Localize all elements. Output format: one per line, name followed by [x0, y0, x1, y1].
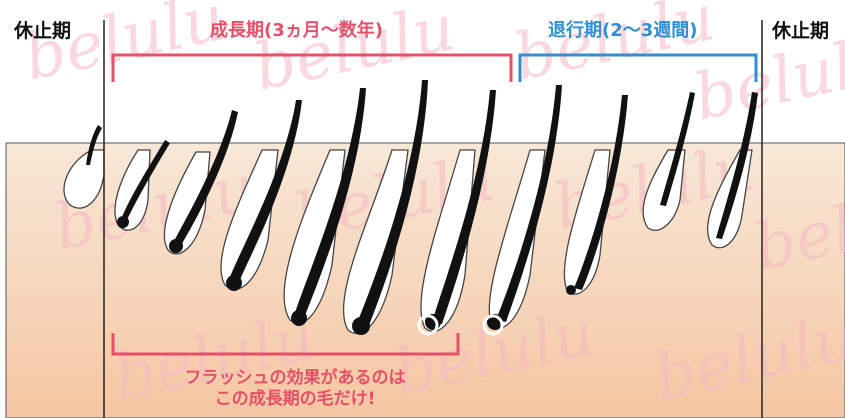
flash-note: フラッシュの効果があるのは この成長期の毛だけ!	[150, 368, 440, 410]
label-rest-right: 休止期	[772, 20, 830, 42]
hair-7	[496, 85, 562, 322]
anagen-bracket	[111, 53, 513, 82]
follicle-telogen-left	[63, 149, 105, 209]
hair-2	[172, 110, 238, 247]
hair-1	[120, 140, 170, 222]
hair-10	[716, 92, 758, 239]
label-anagen: 成長期(3ヵ月〜数年)	[210, 20, 383, 41]
effective-bracket	[111, 333, 460, 356]
follicle-4	[283, 149, 346, 324]
hair-shafts	[86, 80, 758, 335]
follicles	[63, 149, 753, 335]
label-catagen: 退行期(2〜3週間)	[548, 20, 698, 41]
label-rest-left: 休止期	[14, 20, 72, 42]
hair-9	[660, 92, 695, 206]
hair-telogen-left	[86, 125, 102, 165]
hair-8	[574, 95, 628, 290]
hair-4	[294, 88, 366, 318]
watermark-text: belulu	[508, 0, 721, 96]
follicle-6	[420, 149, 476, 332]
follicle-3	[220, 149, 279, 290]
watermark-text: belulu	[248, 0, 461, 106]
hair-6	[432, 90, 496, 324]
hair-3	[228, 100, 302, 284]
flash-note-line1: フラッシュの効果があるのは	[184, 368, 406, 388]
hair-5	[356, 80, 428, 328]
follicle-2	[163, 151, 211, 255]
watermark-text: belulu	[18, 0, 231, 96]
bulb-rings	[417, 314, 504, 336]
follicle-5	[342, 149, 409, 335]
catagen-bracket	[518, 53, 758, 82]
flash-note-line2: この成長期の毛だけ!	[214, 389, 376, 409]
